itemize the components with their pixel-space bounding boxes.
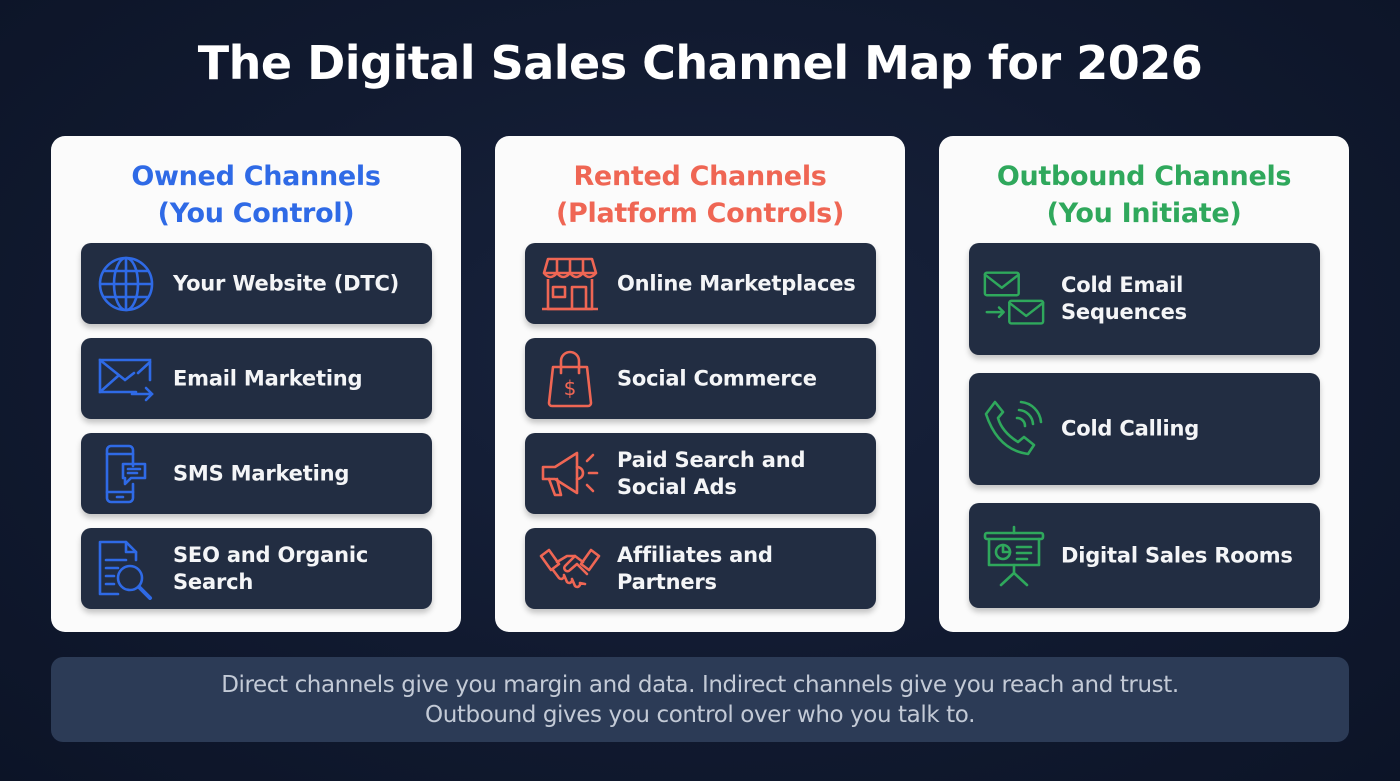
heading-line2: (You Control) [157,198,355,229]
channel-label: Digital Sales Rooms [1061,543,1293,567]
channel-label: Paid Search and Social Ads [617,447,806,499]
channel-item-digital-sales-rooms: Digital Sales Rooms [969,503,1320,608]
storefront-icon [539,253,601,315]
globe-icon [95,253,157,315]
heading-line1: Rented Channels [573,161,827,192]
rented-channels-card: Rented Channels (Platform Controls) Onli… [495,136,905,632]
channel-item-cold-email: Cold Email Sequences [969,243,1320,355]
channel-item-social-commerce: $ Social Commerce [525,338,876,419]
channel-label: Cold Email Sequences [1061,273,1187,324]
shopping-bag-dollar-icon: $ [539,348,601,410]
channel-item-online-marketplaces: Online Marketplaces [525,243,876,324]
channel-label: Cold Calling [1061,416,1200,441]
svg-text:$: $ [564,376,577,400]
handshake-icon [539,538,601,600]
megaphone-icon [539,443,601,505]
outbound-channels-card: Outbound Channels (You Initiate) Cold Em… [939,136,1349,632]
phone-chat-icon [95,443,157,505]
heading-line1: Outbound Channels [996,161,1292,192]
document-search-icon [95,538,157,600]
footer-summary: Direct channels give you margin and data… [51,657,1349,742]
channel-label: Social Commerce [617,366,817,390]
presentation-board-icon [983,525,1045,587]
channel-item-paid-ads: Paid Search and Social Ads [525,433,876,514]
footer-line-1: Direct channels give you margin and data… [221,672,1179,698]
footer-line-2: Outbound gives you control over who you … [425,702,975,728]
owned-channels-heading: Owned Channels (You Control) [51,158,461,232]
channel-label: SEO and Organic Search [173,542,369,594]
email-sequence-icon [983,268,1045,330]
rented-channels-heading: Rented Channels (Platform Controls) [495,158,905,232]
owned-channels-card: Owned Channels (You Control) Your Websit… [51,136,461,632]
page-title: The Digital Sales Channel Map for 2026 [197,36,1203,90]
channel-item-email-marketing: Email Marketing [81,338,432,419]
channel-item-sms-marketing: SMS Marketing [81,433,432,514]
phone-call-icon [983,398,1045,460]
channel-item-seo: SEO and Organic Search [81,528,432,609]
channel-item-affiliates: Affiliates and Partners [525,528,876,609]
outbound-channels-heading: Outbound Channels (You Initiate) [939,158,1349,232]
channel-label: Your Website (DTC) [173,271,400,295]
channel-label: Affiliates and Partners [617,542,773,594]
channel-label: SMS Marketing [173,461,350,485]
heading-line2: (You Initiate) [1046,198,1242,229]
channel-item-website: Your Website (DTC) [81,243,432,324]
channel-label: Email Marketing [173,366,363,390]
email-send-icon [95,348,157,410]
channel-label: Online Marketplaces [617,271,856,295]
channel-item-cold-calling: Cold Calling [969,373,1320,485]
heading-line1: Owned Channels [131,161,381,192]
heading-line2: (Platform Controls) [556,198,844,229]
